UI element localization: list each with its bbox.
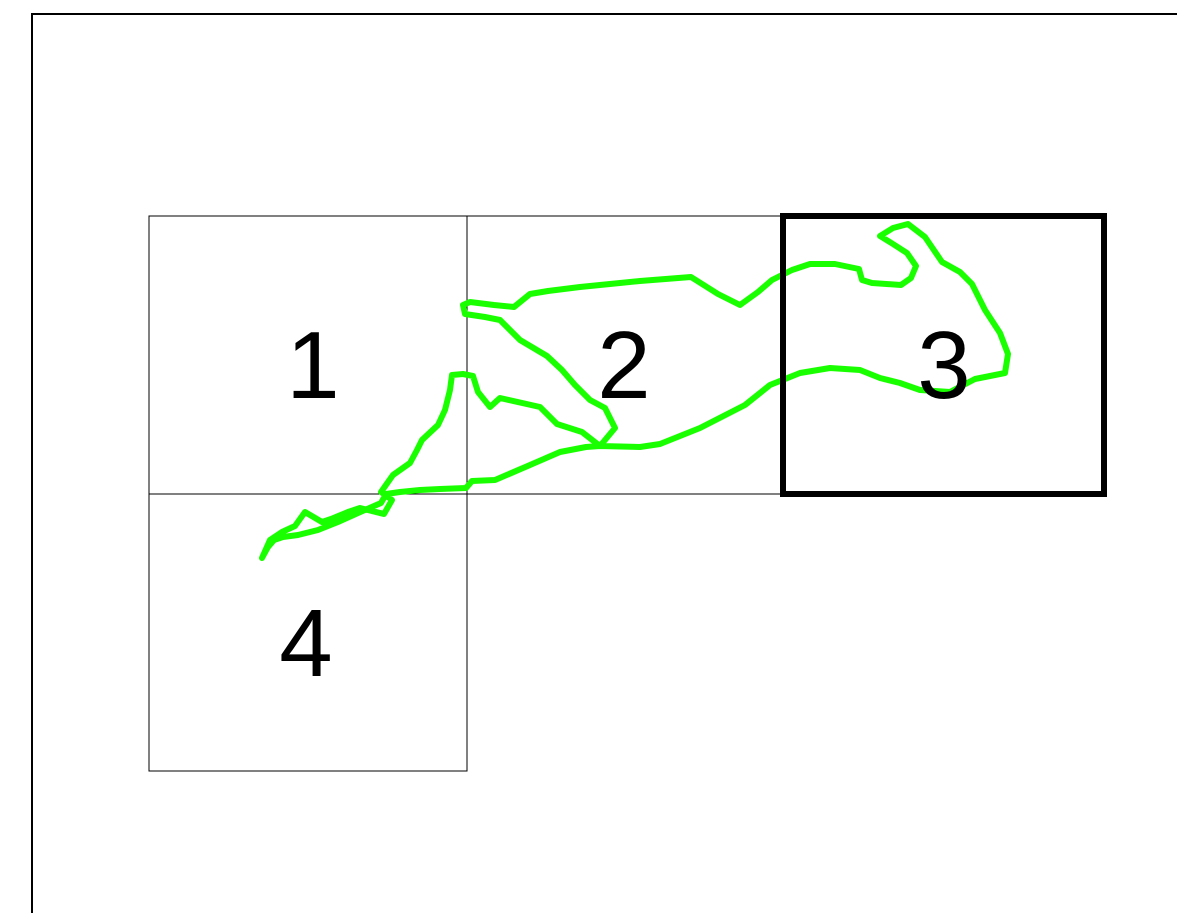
tile-1[interactable]: 1: [148, 215, 468, 495]
tile-4-label: 4: [279, 590, 332, 697]
tile-3[interactable]: 3: [780, 213, 1107, 497]
gps-route-track: [259, 221, 1011, 561]
tile-2-label: 2: [597, 312, 650, 419]
page-frame: [31, 13, 1177, 913]
tile-4-border: [148, 493, 468, 772]
tile-4[interactable]: 4: [148, 493, 468, 772]
tile-3-label: 3: [917, 312, 970, 419]
tile-1-label: 1: [286, 312, 339, 419]
tile-3-border-selected: [780, 213, 1107, 497]
tile-2[interactable]: 2: [466, 215, 786, 495]
